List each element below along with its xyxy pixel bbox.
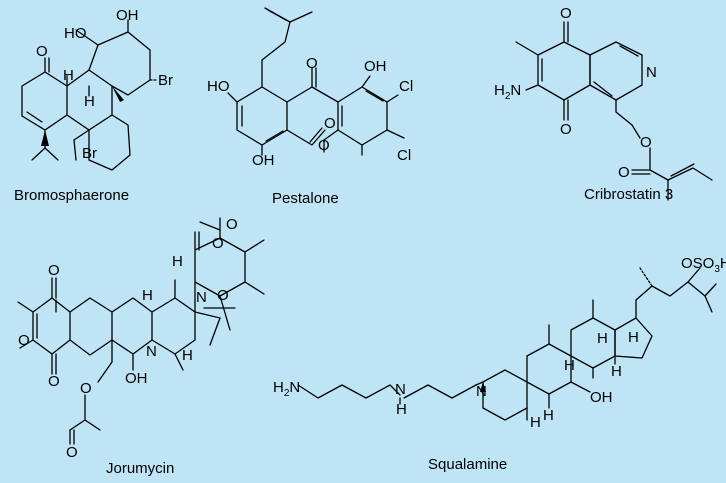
squalamine-atom-h-nh: H (530, 414, 541, 431)
jorumycin-atom-oh: OH (125, 370, 148, 387)
jorumycin-atom-o-carbonyl: O (66, 444, 78, 461)
pestalone-structure: HO OH O Cl Cl O OH O (207, 7, 413, 169)
squalamine-sulfate-oso: OSO (681, 255, 714, 272)
cribrostatin3-structure: O N O O O H2N (494, 5, 713, 201)
squalamine-amine-n: N (289, 379, 300, 396)
jorumycin-atom-n1: N (196, 289, 207, 306)
bromosphaerone-atom-o: O (36, 43, 48, 60)
squalamine-atom-h-b: H (543, 407, 554, 424)
bromosphaerone-atom-br1: Br (158, 72, 173, 89)
cribrostatin3-atom-o-top: O (560, 5, 572, 22)
squalamine-atom-h-d: H (628, 329, 639, 346)
jorumycin-atom-h3: H (182, 347, 193, 364)
pestalone-atom-cl-bottom: Cl (397, 147, 411, 164)
cribrostatin3-amine-h: H (494, 82, 505, 99)
squalamine-structure: H2N H H H H N N OH H H H OSO3H (273, 255, 726, 431)
pestalone-atom-oh-left: OH (252, 152, 275, 169)
cribrostatin3-name: Cribrostatin 3 (584, 186, 674, 203)
cribrostatin3-atom-o-carbonyl: O (618, 164, 630, 181)
pestalone-atom-oh-right: OH (364, 58, 387, 75)
squalamine-sulfate-sub: 3 (714, 264, 720, 275)
pestalone-atom-o-aldehyde: O (324, 115, 336, 132)
bromosphaerone-atom-oh: OH (116, 7, 139, 24)
bromosphaerone-atom-br2: Br (82, 145, 97, 162)
cribrostatin3-amine-n: N (510, 82, 521, 99)
jorumycin-atom-o-quinone-left-1: O (48, 262, 60, 279)
squalamine-atom-h-top: H (597, 330, 608, 347)
cribrostatin3-atom-o-bottom: O (560, 121, 572, 138)
bromosphaerone-atom-h2: H (84, 93, 95, 110)
pestalone-atom-o-methoxy: O (318, 137, 330, 154)
jorumycin-atom-o-methoxy-top: O (212, 235, 224, 252)
squalamine-atom-h-left: H (396, 401, 407, 418)
jorumycin-atom-h1: H (142, 287, 153, 304)
jorumycin-name: Jorumycin (106, 460, 175, 477)
squalamine-amine-h: H (273, 379, 284, 396)
squalamine-sulfate: OSO3H (681, 255, 726, 275)
squalamine-atom-h-c: H (611, 363, 622, 380)
bromosphaerone-atom-h1: H (63, 67, 74, 84)
bromosphaerone-atom-ho: HO (64, 25, 87, 42)
bromosphaerone-structure: HO OH O H H Br Br (21, 7, 173, 171)
pestalone-atom-o-ketone: O (306, 55, 318, 72)
cribrostatin3-amine: H2N (494, 82, 521, 102)
bromosphaerone-name: Bromosphaerone (14, 187, 130, 204)
jorumycin-atom-n2: N (146, 343, 157, 360)
cribrostatin3-amine-sub: 2 (505, 91, 511, 102)
jorumycin-atom-h2: H (172, 253, 183, 270)
jorumycin-atom-o-methoxy-left: O (18, 332, 30, 349)
squalamine-atom-oh: OH (590, 389, 613, 406)
jorumycin-atom-o-quinone-right-2: O (217, 287, 229, 304)
squalamine-sulfate-h: H (720, 255, 726, 272)
jorumycin-structure: O O O O O O O H H N N OH H O (17, 216, 265, 461)
cribrostatin3-atom-n: N (646, 64, 657, 81)
pestalone-name: Pestalone (272, 190, 339, 207)
pestalone-atom-cl-top: Cl (399, 78, 413, 95)
squalamine-atom-n2: N (476, 383, 487, 400)
squalamine-atom-h-mid: H (564, 357, 575, 374)
squalamine-name: Squalamine (428, 456, 508, 473)
jorumycin-atom-o-quinone-left-2: O (48, 373, 60, 390)
jorumycin-atom-o-ester: O (80, 380, 92, 397)
cribrostatin3-atom-o-ether: O (640, 134, 652, 151)
squalamine-amine-sub: 2 (284, 388, 290, 399)
squalamine-atom-n1: N (395, 381, 406, 398)
pestalone-atom-ho: HO (207, 78, 230, 95)
jorumycin-atom-o-quinone-right-1: O (226, 216, 238, 233)
squalamine-amine: H2N (273, 379, 300, 399)
